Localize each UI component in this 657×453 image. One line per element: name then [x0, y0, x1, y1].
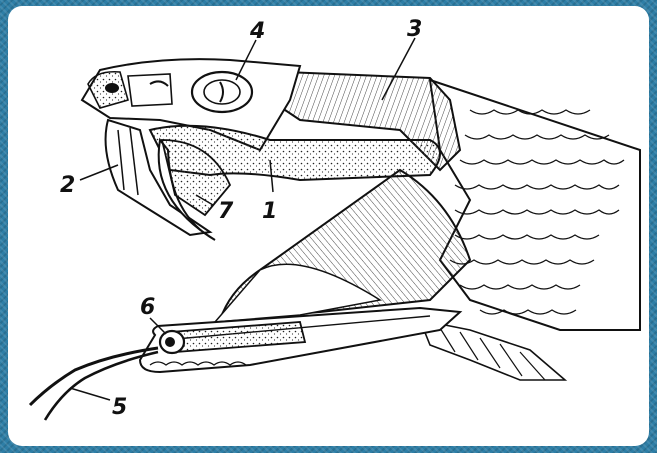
label-6: 6	[140, 295, 155, 320]
eye	[192, 72, 252, 112]
label-5: 5	[112, 395, 127, 420]
label-7: 7	[218, 199, 234, 224]
label-2: 2	[60, 173, 75, 198]
forked-tongue	[30, 348, 158, 420]
label-3: 3	[407, 17, 422, 42]
label-1: 1	[262, 199, 277, 224]
label-4: 4	[249, 19, 265, 44]
